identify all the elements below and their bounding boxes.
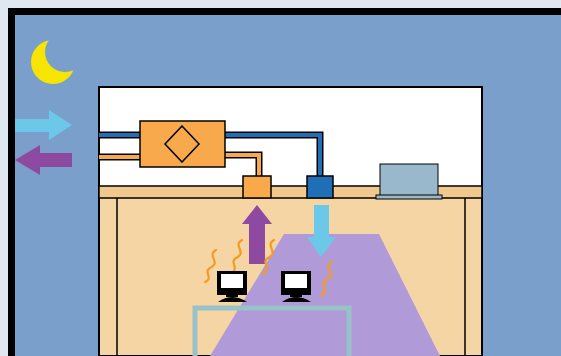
heat-recovery-unit — [139, 120, 226, 168]
heat-squiggle — [203, 248, 218, 284]
desk-outline — [192, 305, 352, 356]
exhaust-duct — [99, 151, 263, 176]
indoor-ac-unit — [375, 163, 443, 200]
heat-squiggle — [261, 238, 276, 276]
airflow-cone — [210, 234, 440, 356]
room-exhaust-arrow — [242, 205, 272, 264]
outdoor-supply-arrow — [15, 110, 72, 140]
heat-squiggle — [319, 260, 334, 298]
supply-diffuser — [306, 175, 334, 199]
monitor-right — [281, 271, 311, 302]
heat-squiggle — [229, 238, 244, 276]
moon-icon — [31, 32, 85, 84]
outdoor-exhaust-arrow — [15, 145, 72, 175]
heat-squiggles — [203, 238, 334, 298]
fresh-air-duct — [99, 131, 324, 176]
exhaust-grille — [242, 175, 272, 199]
room-supply-arrow — [307, 205, 336, 257]
monitor-left — [217, 271, 247, 302]
